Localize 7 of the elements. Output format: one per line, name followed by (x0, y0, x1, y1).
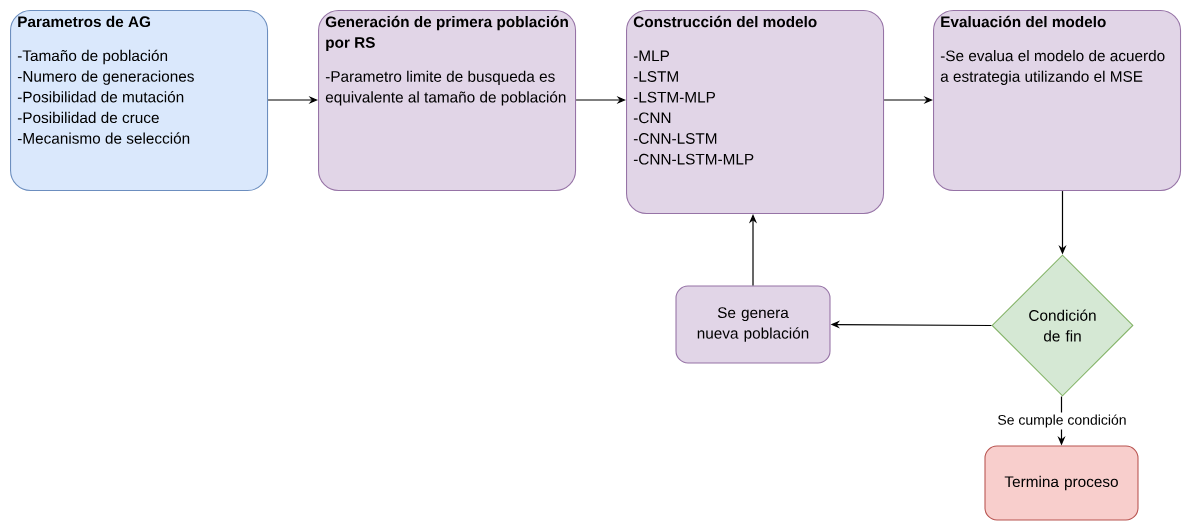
process-box: Parametros de AG -Tamaño de población -Numero de generaciones -Posibilidad de mutación -Posibilidad de cruce -Mecanismo de selección (10, 10, 269, 192)
process-box: Termina proceso (984, 445, 1139, 521)
process-box: Se genera nueva población (675, 285, 831, 364)
edge-label: Se cumple condición (995, 412, 1129, 430)
process-box: Construcción del modelo -MLP -LSTM -LSTM-MLP -CNN -CNN-LSTM -CNN-LSTM-MLP (626, 10, 885, 215)
process-box: Evaluación del modelo -Se evalua el modelo de acuerdo a estrategia utilizando el MSE (933, 10, 1182, 192)
process-box: Generación de primera población por RS -Parametro limite de busqueda es equivalente al tamaño de población (318, 10, 577, 192)
